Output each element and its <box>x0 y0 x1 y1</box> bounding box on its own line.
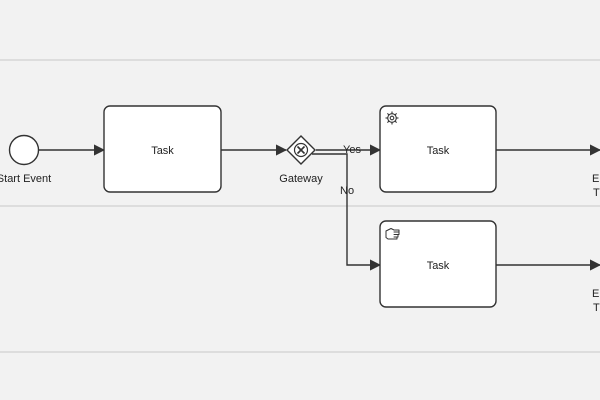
service-task[interactable]: Task <box>379 105 497 193</box>
manual-task-box[interactable] <box>379 220 497 308</box>
start-event-label: Start Event <box>0 173 51 185</box>
service-task-label: Task <box>427 145 450 157</box>
flow-no-label: No <box>340 185 354 197</box>
end-event-bottom-label-line2: T <box>593 302 600 314</box>
exclusive-gateway[interactable] <box>286 135 316 165</box>
task-1-box[interactable] <box>103 105 222 193</box>
start-event[interactable] <box>8 134 40 166</box>
end-event-bottom-label-line1: E <box>592 288 599 300</box>
service-task-box[interactable] <box>379 105 497 193</box>
gateway-label: Gateway <box>279 173 323 185</box>
sequence-flows <box>39 144 600 271</box>
task-1[interactable]: Task <box>103 105 222 193</box>
end-event-top-label-line1: E <box>592 173 599 185</box>
gear-icon <box>385 111 399 125</box>
manual-task[interactable]: Task <box>379 220 497 308</box>
x-icon <box>293 142 309 158</box>
flow-yes-label: Yes <box>343 144 361 156</box>
manual-task-label: Task <box>427 260 450 272</box>
end-event-top-label-line2: T <box>593 187 600 199</box>
pool-lanes <box>0 59 600 353</box>
hand-icon <box>385 228 400 240</box>
task-1-label: Task <box>151 145 174 157</box>
start-event-circle[interactable] <box>8 134 40 166</box>
flow-no[interactable] <box>312 153 382 271</box>
